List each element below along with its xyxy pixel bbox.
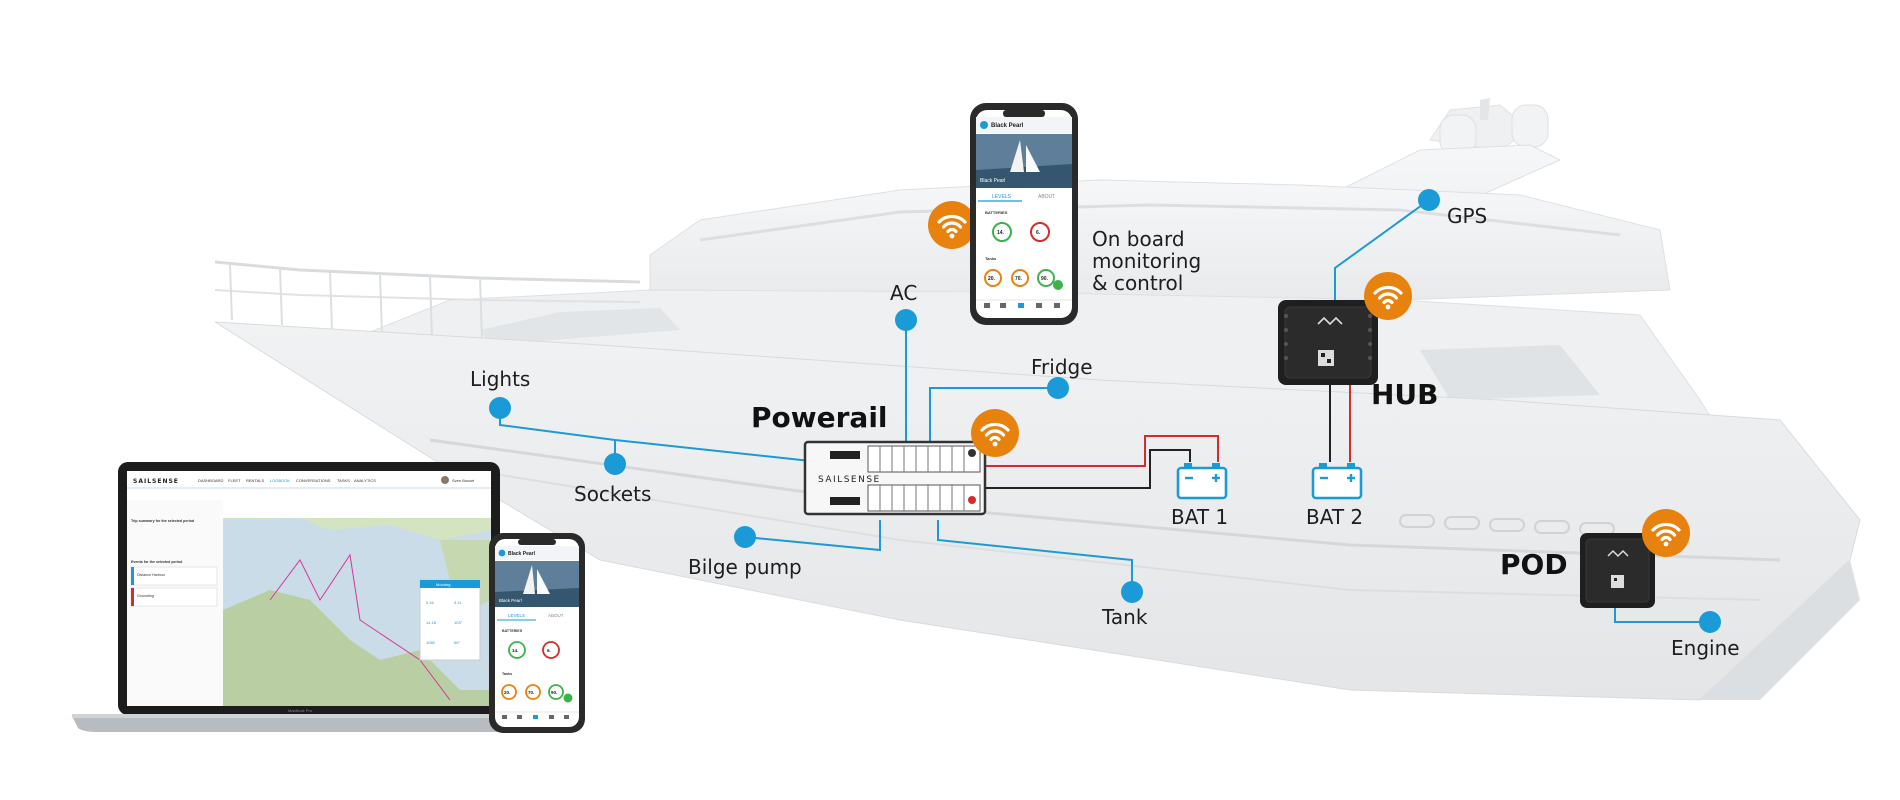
svg-text:20.: 20. [988, 276, 996, 282]
svg-text:90.: 90. [551, 690, 557, 695]
svg-text:0.16: 0.16 [426, 600, 435, 605]
svg-text:14.: 14. [512, 648, 518, 653]
svg-text:Black Pearl: Black Pearl [508, 551, 536, 557]
label-bilge-pump: Bilge pump [688, 555, 802, 579]
connection-points [489, 189, 1721, 633]
yacht-illustration [214, 98, 1861, 701]
svg-text:103°: 103° [454, 620, 463, 625]
wifi-icon [1640, 507, 1692, 559]
svg-text:Mooring: Mooring [436, 582, 450, 587]
label-sockets: Sockets [574, 482, 652, 506]
battery-2-icon [1311, 461, 1363, 500]
svg-text:BATTERIES: BATTERIES [985, 210, 1008, 215]
label-pod: POD [1500, 548, 1568, 581]
label-hub: HUB [1371, 378, 1439, 411]
svg-text:Black Pearl: Black Pearl [499, 598, 522, 603]
svg-text:14.: 14. [997, 230, 1005, 236]
svg-text:90.: 90. [1041, 276, 1049, 282]
svg-text:56°: 56° [454, 640, 460, 645]
wifi-icon [1362, 270, 1414, 322]
svg-text:BATTERIES: BATTERIES [502, 629, 523, 633]
svg-text:SAILSENSE: SAILSENSE [133, 478, 179, 485]
laptop: SAILSENSE DASHBOARD FLEET RENTALS LOGBOO… [72, 462, 546, 732]
wifi-icon [926, 199, 978, 251]
label-engine: Engine [1671, 636, 1740, 660]
powerail-device: SAILSENSE [803, 440, 987, 516]
svg-text:Distance Harbour: Distance Harbour [137, 573, 166, 577]
svg-text:Black Pearl: Black Pearl [991, 123, 1024, 129]
svg-text:Events for the selected period: Events for the selected period [131, 560, 182, 564]
label-bat1: BAT 1 [1171, 505, 1229, 529]
svg-text:1080: 1080 [426, 640, 436, 645]
svg-text:RENTALS: RENTALS [246, 478, 264, 483]
svg-text:Tanks: Tanks [502, 672, 512, 676]
svg-text:ABOUT: ABOUT [548, 613, 564, 618]
label-bat2: BAT 2 [1306, 505, 1364, 529]
label-lights: Lights [470, 367, 531, 391]
engine-dot [1699, 611, 1721, 633]
svg-text:Tanks: Tanks [985, 256, 997, 261]
svg-text:TASKS: TASKS [337, 478, 350, 483]
gps-dot [1418, 189, 1440, 211]
svg-text:Black Pearl: Black Pearl [980, 178, 1005, 184]
svg-text:6.: 6. [547, 648, 551, 653]
label-tank: Tank [1102, 605, 1148, 629]
label-gps: GPS [1447, 204, 1488, 228]
battery-wiring [985, 385, 1351, 489]
svg-text:LEVELS: LEVELS [508, 613, 525, 618]
bilge-pump-dot [734, 526, 756, 548]
svg-text:14.18: 14.18 [426, 620, 437, 625]
svg-text:LOGBOOK: LOGBOOK [270, 478, 290, 483]
powerail-logo: SAILSENSE [818, 475, 881, 485]
mobile-phone: Black Pearl Black Pearl LEVELS ABOUT BAT… [489, 533, 585, 733]
label-powerail: Powerail [751, 401, 888, 434]
svg-text:ANALYTICS: ANALYTICS [354, 478, 376, 483]
pod-device [1580, 533, 1655, 608]
wifi-icon [969, 407, 1021, 459]
svg-text:CONVERSATIONS: CONVERSATIONS [296, 478, 331, 483]
svg-text:Trip summary for the selected: Trip summary for the selected period [131, 519, 194, 523]
svg-text:70.: 70. [1015, 276, 1023, 282]
hub-device [1278, 300, 1378, 385]
svg-text:DASHBOARD: DASHBOARD [198, 478, 223, 483]
svg-text:20.: 20. [504, 690, 510, 695]
fridge-dot [1047, 377, 1069, 399]
svg-text:Grounding: Grounding [137, 594, 154, 598]
label-ac: AC [890, 281, 918, 305]
svg-text:LEVELS: LEVELS [992, 194, 1012, 200]
ac-dot [895, 309, 917, 331]
tank-dot [1121, 581, 1143, 603]
svg-text:MacBook Pro: MacBook Pro [288, 708, 313, 713]
svg-text:3.11: 3.11 [454, 600, 462, 605]
label-onboard-monitoring: On board monitoring & control [1092, 227, 1202, 295]
battery-1-icon [1176, 461, 1228, 500]
lights-dot [489, 397, 511, 419]
svg-text:70.: 70. [528, 690, 534, 695]
svg-text:FLEET: FLEET [228, 478, 241, 483]
sockets-dot [604, 453, 626, 475]
label-fridge: Fridge [1031, 355, 1093, 379]
svg-text:Sven Bonart: Sven Bonart [452, 478, 475, 483]
onboard-phone: Black Pearl Black Pearl LEVELS ABOUT BAT… [970, 103, 1078, 325]
svg-text:6.: 6. [1036, 230, 1041, 236]
svg-text:ABOUT: ABOUT [1038, 194, 1055, 200]
